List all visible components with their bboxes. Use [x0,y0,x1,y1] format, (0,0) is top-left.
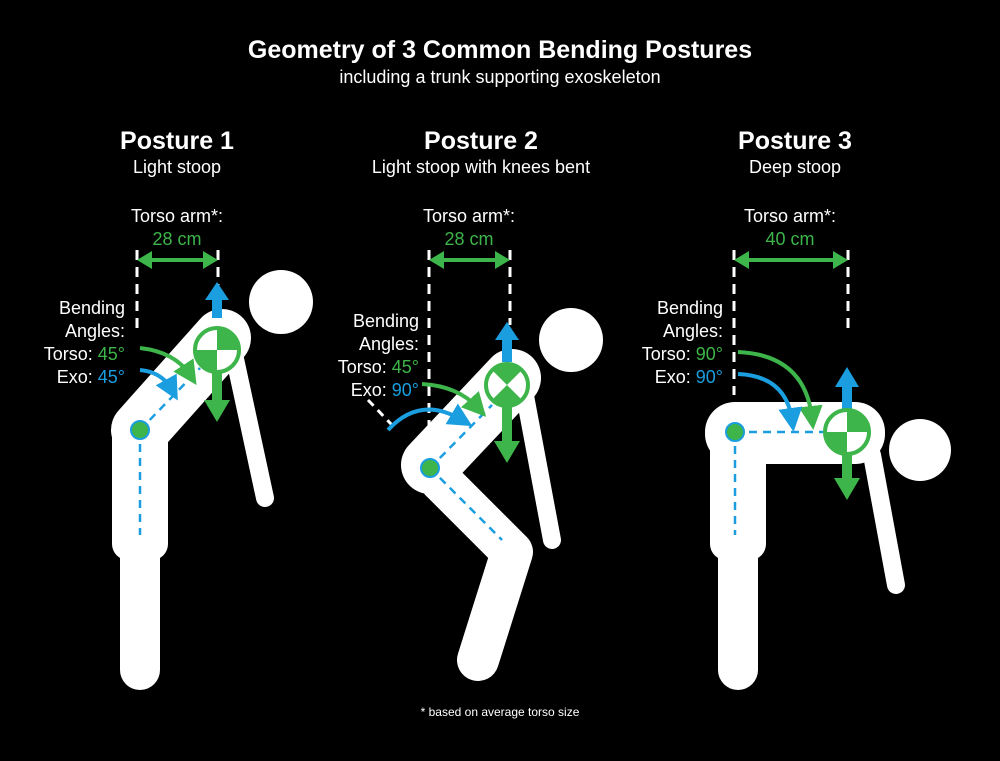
posture-3-bending-label: Bending [656,298,723,318]
posture-3-bending-angles: Bending Angles: Torso: 90° Exo: 90° [642,297,723,389]
posture-1-center-of-mass [193,282,241,422]
posture-2-angles-label: Angles: [358,334,419,354]
posture-2-arm-label: Torso arm*: [422,206,516,226]
posture-2-torso-angle: 45° [391,357,419,377]
footnote: * based on average torso size [420,705,580,719]
posture-2-bending-label: Bending [352,311,419,331]
posture-1-dimension [135,250,220,335]
posture-3-subtitle: Deep stoop [748,157,842,177]
posture-3-title: Posture 3 [738,127,852,155]
posture-1-figure [111,250,313,690]
posture-3-angles-label: Angles: [662,321,723,341]
posture-1-hip-joint [130,420,150,440]
posture-3-arm-label: Torso arm*: [743,206,837,226]
posture-3-dimension [732,250,850,395]
posture-2-title: Posture 2 [424,127,538,155]
posture-3-exo-line [725,422,825,535]
posture-2-figure [366,250,603,681]
posture-2-arm-value: 28 cm [444,229,494,249]
posture-2-torso-row: Torso: 45° [338,356,419,379]
posture-3-exo-label: Exo: [654,367,691,387]
posture-2-bending-angles: Bending Angles: Torso: 45° Exo: 90° [338,310,419,402]
posture-3-arm-value: 40 cm [765,229,815,249]
posture-3-center-of-mass [823,367,871,500]
posture-1-exo-angle: 45° [97,367,125,387]
posture-1-bending-angles: Bending Angles: Torso: 45° Exo: 45° [44,297,125,389]
posture-2-subtitle: Light stoop with knees bent [371,157,591,177]
posture-1-torso-angle: 45° [97,344,125,364]
posture-2-hip-joint [420,458,440,478]
posture-1-angle-arrows [139,346,197,401]
posture-2-exo-angle: 90° [391,380,419,400]
posture-3-angle-arrows [737,350,823,432]
posture-1-exo-row: Exo: 45° [44,366,125,389]
posture-2-exo-row: Exo: 90° [338,379,419,402]
posture-3-exo-angle: 90° [695,367,723,387]
posture-1-subtitle: Light stoop [132,157,222,177]
posture-1-bending-label: Bending [58,298,125,318]
posture-2-exo-label: Exo: [350,380,387,400]
posture-2-torso-label: Torso: [337,357,387,377]
posture-1-exo-label: Exo: [56,367,93,387]
posture-3-torso-row: Torso: 90° [642,343,723,366]
posture-3-figure [705,250,951,690]
posture-1-torso-label: Torso: [43,344,93,364]
diagram-subtitle: including a trunk supporting exoskeleton [339,67,661,87]
posture-1-title: Posture 1 [120,127,234,155]
posture-2-angle-arrows [386,382,487,432]
posture-2-body [401,308,603,681]
posture-3-hip-joint [725,422,745,442]
posture-1-angles-label: Angles: [64,321,125,341]
posture-1-arm-value: 28 cm [152,229,202,249]
posture-3-torso-angle: 90° [695,344,723,364]
diagram-title: Geometry of 3 Common Bending Postures [247,36,753,64]
posture-3-exo-row: Exo: 90° [642,366,723,389]
posture-1-torso-row: Torso: 45° [44,343,125,366]
posture-3-torso-label: Torso: [641,344,691,364]
posture-2-center-of-mass [484,322,530,463]
posture-1-arm-label: Torso arm*: [130,206,224,226]
